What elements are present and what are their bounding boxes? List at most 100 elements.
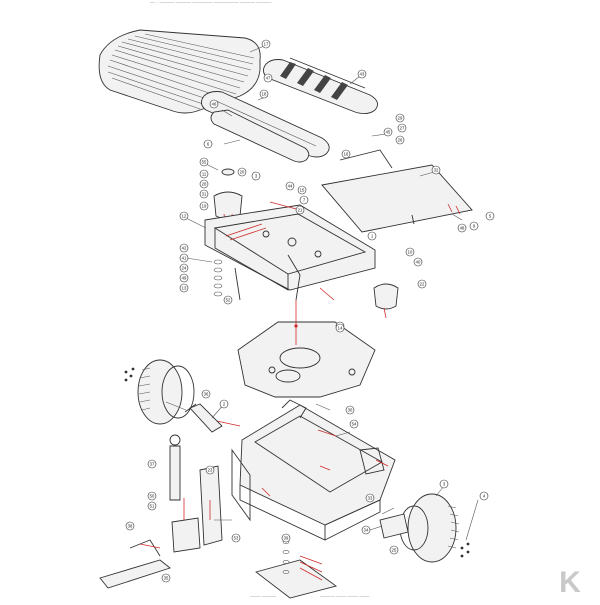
svg-text:9: 9: [473, 224, 476, 229]
svg-text:13: 13: [182, 286, 187, 291]
svg-text:35: 35: [164, 576, 169, 581]
svg-text:45: 45: [386, 130, 391, 135]
leader-lines: [165, 45, 479, 541]
callout-32: 32: [431, 165, 441, 175]
callout-26: 26: [395, 135, 405, 145]
part-callouts: 17 43 47 18 46 29 27 26 45 6 16 32 55 11…: [125, 39, 495, 583]
svg-text:10: 10: [408, 250, 413, 255]
callout-6: 6: [203, 139, 213, 149]
jack-stand: [169, 434, 223, 553]
callout-37: 37: [147, 459, 157, 469]
callout-18: 18: [259, 89, 269, 99]
callout-5: 5: [485, 211, 495, 221]
svg-text:19: 19: [202, 204, 207, 209]
callout-51: 51: [147, 501, 157, 511]
svg-text:39: 39: [284, 536, 289, 541]
svg-text:26: 26: [398, 138, 403, 143]
svg-text:18: 18: [262, 92, 267, 97]
callout-47: 47: [263, 73, 273, 83]
callout-23: 23: [205, 465, 215, 475]
callout-41: 41: [179, 253, 189, 263]
callout-2: 2: [219, 399, 229, 409]
callout-1: 1: [367, 231, 377, 241]
svg-text:49: 49: [182, 276, 187, 281]
callout-53: 53: [231, 533, 241, 543]
callout-40: 40: [413, 257, 423, 267]
svg-text:7: 7: [303, 198, 306, 203]
callout-35: 35: [161, 573, 171, 583]
svg-text:15: 15: [300, 188, 305, 193]
callout-19: 19: [199, 201, 209, 211]
callout-28: 28: [199, 179, 209, 189]
svg-text:47: 47: [266, 76, 271, 81]
callout-27: 27: [397, 123, 407, 133]
callout-7: 7: [299, 195, 309, 205]
svg-text:31: 31: [202, 192, 207, 197]
svg-text:6: 6: [207, 142, 210, 147]
svg-text:44: 44: [288, 184, 293, 189]
svg-text:12: 12: [182, 214, 187, 219]
callout-42: 42: [179, 243, 189, 253]
svg-text:33: 33: [368, 496, 373, 501]
callout-45: 45: [383, 127, 393, 137]
svg-text:41: 41: [182, 256, 187, 261]
callout-25: 25: [389, 545, 399, 555]
wheel-nuts-right: [460, 542, 470, 558]
svg-text:5: 5: [489, 214, 492, 219]
svg-text:32: 32: [434, 168, 439, 173]
svg-text:53: 53: [234, 536, 239, 541]
svg-text:24: 24: [182, 266, 187, 271]
svg-text:22: 22: [420, 282, 425, 287]
callout-50: 50: [147, 491, 157, 501]
callout-14: 14: [335, 323, 345, 333]
callout-29: 29: [395, 113, 405, 123]
svg-text:3: 3: [443, 482, 446, 487]
callout-33: 33: [365, 493, 375, 503]
svg-text:38: 38: [128, 524, 133, 529]
footer-strip-right: ——— —— —— ——: [320, 594, 369, 600]
callout-3b: 3: [439, 479, 449, 489]
svg-text:23: 23: [208, 468, 213, 473]
svg-text:27: 27: [400, 126, 405, 131]
callout-43: 43: [357, 69, 367, 79]
svg-text:42: 42: [182, 246, 187, 251]
callout-31: 31: [199, 189, 209, 199]
callout-11: 11: [199, 169, 209, 179]
header-strip-text: — · ——— ——— ———— ————— ——— ———: [150, 0, 271, 6]
svg-text:52: 52: [226, 298, 231, 303]
svg-text:34: 34: [364, 528, 369, 533]
svg-text:43: 43: [360, 72, 365, 77]
right-wheel: [379, 493, 460, 563]
callout-34: 34: [361, 525, 371, 535]
svg-text:17: 17: [264, 42, 269, 47]
svg-text:28: 28: [202, 182, 207, 187]
svg-text:55: 55: [202, 160, 207, 165]
svg-text:48: 48: [460, 226, 465, 231]
brand-logo: K: [559, 566, 581, 599]
svg-text:36: 36: [204, 392, 209, 397]
svg-text:46: 46: [212, 102, 217, 107]
callout-24: 24: [179, 263, 189, 273]
callout-46: 46: [209, 99, 219, 109]
callout-9: 9: [469, 221, 479, 231]
svg-text:20: 20: [240, 170, 245, 175]
brush-roller: [263, 57, 379, 115]
svg-text:30: 30: [348, 408, 353, 413]
svg-text:16: 16: [344, 152, 349, 157]
svg-text:21: 21: [298, 208, 303, 213]
callout-30: 30: [345, 405, 355, 415]
callout-55: 55: [199, 157, 209, 167]
callout-21: 21: [295, 205, 305, 215]
svg-text:2: 2: [223, 402, 226, 407]
callout-20: 20: [237, 167, 247, 177]
main-chassis: [204, 201, 376, 301]
svg-text:25: 25: [392, 548, 397, 553]
callout-39: 39: [281, 533, 291, 543]
top-plate: [321, 149, 473, 233]
svg-text:51: 51: [150, 504, 155, 509]
callout-12: 12: [179, 211, 189, 221]
trailer-frame: [211, 399, 396, 541]
svg-text:54: 54: [352, 422, 357, 427]
